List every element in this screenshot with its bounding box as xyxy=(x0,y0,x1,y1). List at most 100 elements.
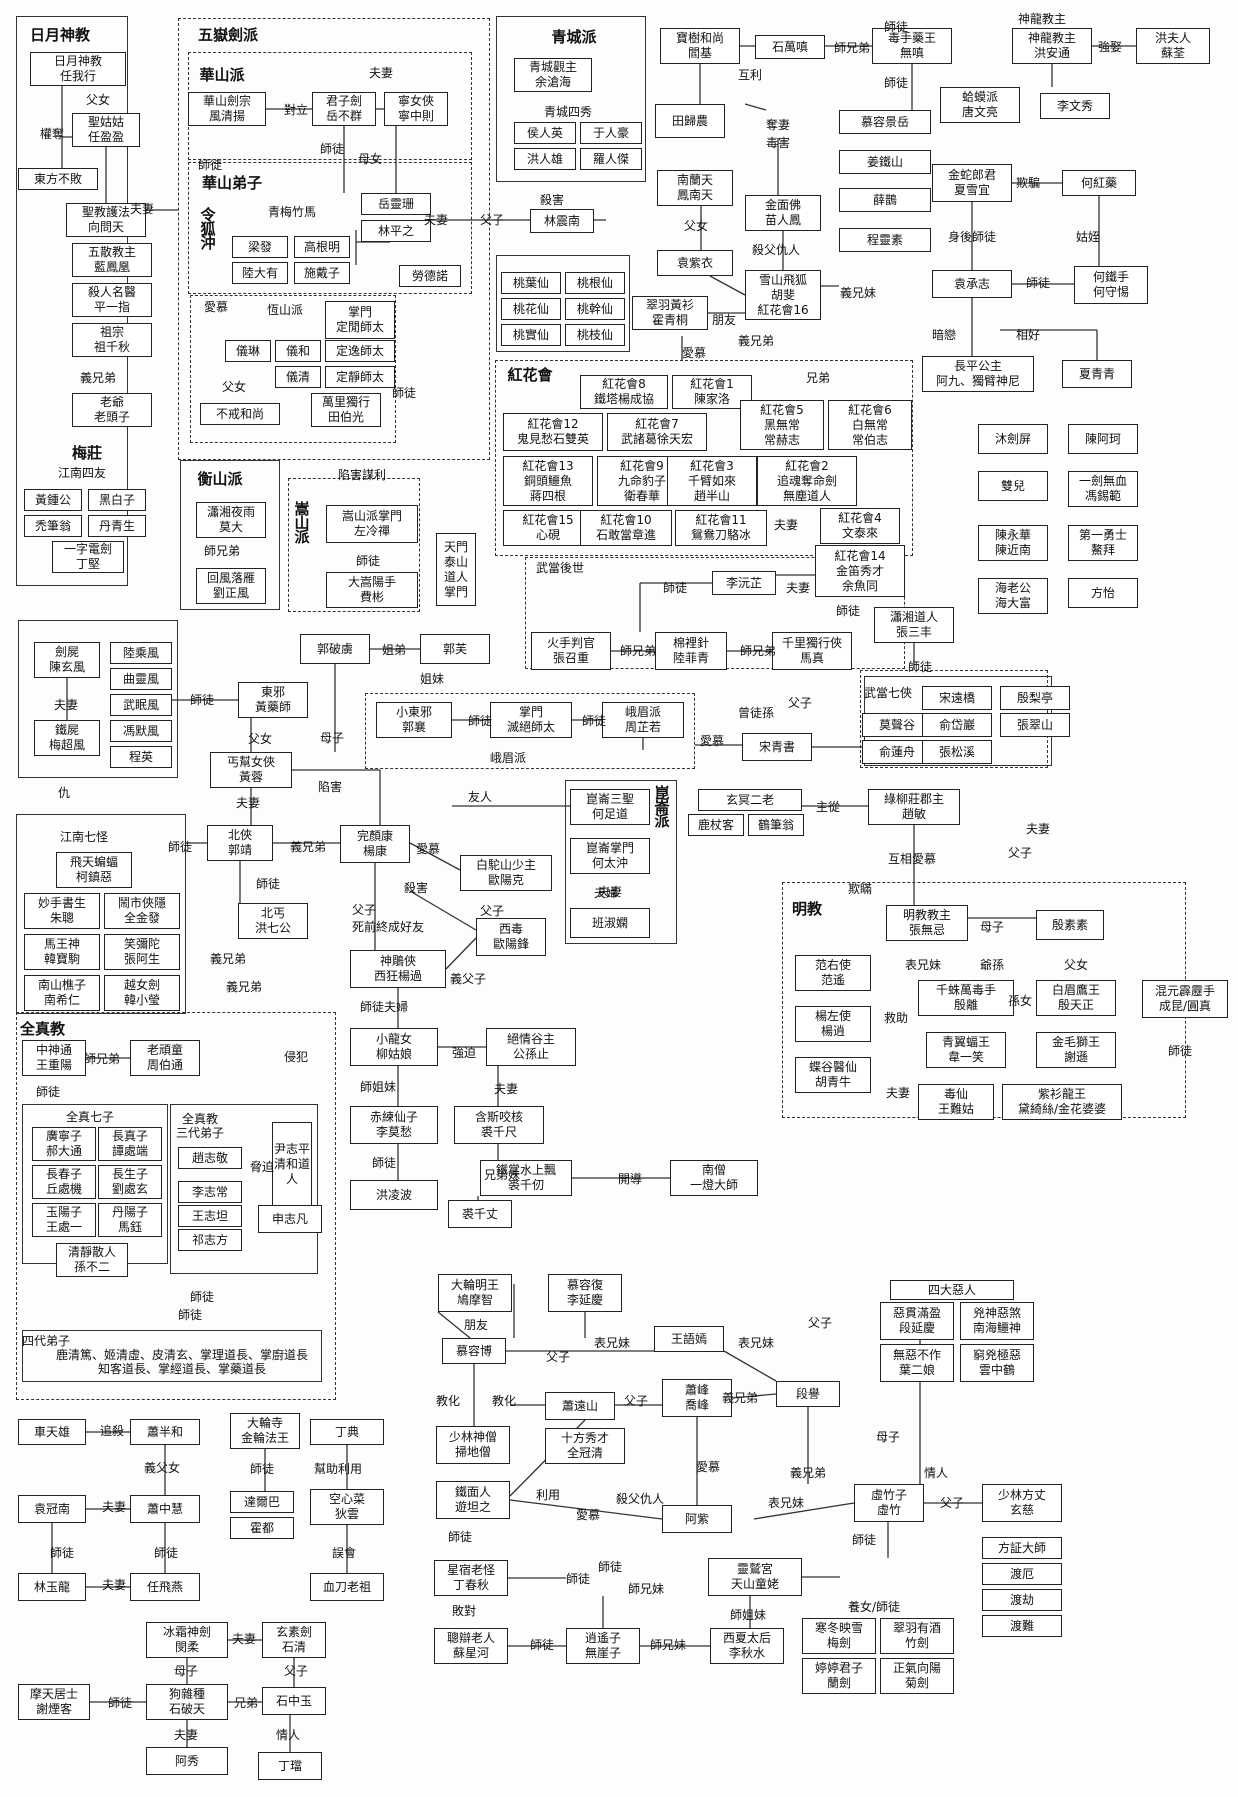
group-title: 紅花會 xyxy=(507,366,553,384)
character-node: 阿秀 xyxy=(146,1747,228,1775)
character-node: 蕭中慧 xyxy=(130,1495,200,1523)
character-node: 桃幹仙 xyxy=(565,298,625,320)
relation-label: 夫妻 xyxy=(54,698,79,712)
relation-label: 武當後世 xyxy=(536,561,585,575)
character-node: 紅花會8 鐵塔楊成協 xyxy=(580,375,668,409)
character-node: 狗雜種 石破天 xyxy=(146,1684,228,1720)
character-node: 丁璫 xyxy=(258,1752,322,1780)
character-node: 紅花會15 心硯 xyxy=(503,510,593,546)
relation-label: 殺害 xyxy=(404,881,429,895)
relation-label: 師兄弟 xyxy=(620,644,657,658)
relation-label: 夫妻 xyxy=(424,213,449,227)
character-node: 血刀老祖 xyxy=(310,1573,384,1601)
relation-label: 師徒 xyxy=(566,1572,591,1586)
relation-label: 愛慕 xyxy=(416,842,441,856)
character-node: 兇神惡煞 南海鱷神 xyxy=(960,1302,1034,1340)
relation-label: 表兄妹 xyxy=(594,1336,631,1350)
group-title: 華山弟子 xyxy=(201,174,262,192)
character-node: 丹陽子 馬鈺 xyxy=(98,1203,162,1237)
group-title: 華山派 xyxy=(199,66,245,84)
character-node: 任飛燕 xyxy=(130,1573,200,1601)
character-node: 申志凡 xyxy=(258,1205,322,1233)
relation-label: 夫妻 xyxy=(886,1086,911,1100)
relation-label: 師徒 xyxy=(178,1308,203,1322)
character-node: 王志坦 xyxy=(178,1205,242,1227)
character-node: 陸大有 xyxy=(232,262,288,284)
relation-label: 姐弟 xyxy=(382,643,407,657)
character-node: 田歸農 xyxy=(655,104,725,138)
relation-label: 暗戀 xyxy=(932,328,957,342)
character-node: 神龍教主 洪安通 xyxy=(1012,28,1092,64)
relation-label: 教化 xyxy=(492,1394,517,1408)
character-node: 定靜師太 xyxy=(325,366,395,388)
group-box xyxy=(22,1330,322,1382)
relation-label: 夫妻 xyxy=(102,1578,127,1592)
relation-label: 強娶 xyxy=(1098,40,1123,54)
character-node: 渡劫 xyxy=(982,1589,1062,1611)
group-box xyxy=(365,693,695,769)
character-node: 洪凌波 xyxy=(350,1180,438,1210)
character-node: 妙手書生 朱聰 xyxy=(24,893,100,929)
relation-label: 師徒 xyxy=(598,1560,623,1574)
character-node: 宋青書 xyxy=(742,733,812,761)
character-node: 李沅芷 xyxy=(712,571,776,595)
character-node: 施戴子 xyxy=(294,262,350,284)
character-node: 正氣向陽 菊劍 xyxy=(880,1658,954,1694)
character-node: 丹青生 xyxy=(88,515,146,537)
relation-label: 師兄妹 xyxy=(650,1638,687,1652)
character-node: 儀和 xyxy=(275,340,321,362)
relation-label: 母子 xyxy=(174,1664,199,1678)
character-node: 大輪寺 金輪法王 xyxy=(230,1413,300,1449)
character-node: 洪夫人 蘇荃 xyxy=(1136,28,1210,64)
character-node: 尹志平 清和道人 xyxy=(272,1122,312,1206)
character-node: 蕭峰 喬峰 xyxy=(662,1379,732,1417)
character-node: 殷梨亭 xyxy=(1000,686,1070,710)
group-box xyxy=(495,360,913,556)
character-node: 東邪 黃藥師 xyxy=(238,682,308,718)
character-node: 玉陽子 王處一 xyxy=(32,1203,96,1237)
character-node: 明教教主 張無忌 xyxy=(886,905,968,941)
relation-label: 主從 xyxy=(816,800,841,814)
relation-label: 師徒 xyxy=(468,714,493,728)
character-node: 絕情谷主 公孫止 xyxy=(486,1028,576,1066)
character-node: 清靜散人 孫不二 xyxy=(56,1243,128,1277)
character-node: 一字電劍 丁堅 xyxy=(52,541,124,573)
character-node: 紅花會10 石敢當章進 xyxy=(580,510,672,546)
relation-label: 師徒夫婦 xyxy=(360,1000,409,1014)
relation-label: 父女 xyxy=(248,732,273,746)
relation-label: 姐妹 xyxy=(420,672,445,686)
character-node: 陳阿珂 xyxy=(1068,424,1138,454)
relation-label: 師徒 xyxy=(190,1290,215,1304)
relation-label: 義兄弟 xyxy=(290,840,327,854)
group-title: 崑 崙 派 xyxy=(654,784,670,830)
character-node: 十方秀才 全冠清 xyxy=(545,1428,625,1464)
relation-label: 鹿清篤、姬清虛、皮清玄、掌理道長、掌廚道長 知客道長、掌經道長、掌藥道長 xyxy=(55,1348,308,1376)
character-node: 蝶谷醫仙 胡青牛 xyxy=(795,1057,871,1093)
group-title: 五嶽劍派 xyxy=(197,26,258,44)
character-node: 毒仙 王難姑 xyxy=(918,1084,994,1120)
character-node: 南蘭天 鳳南天 xyxy=(657,170,733,206)
relation-label: 愛慕 xyxy=(576,1508,601,1522)
character-node: 袁冠南 xyxy=(18,1495,86,1523)
relation-label: 陷害謀利 xyxy=(338,468,387,482)
character-node: 棉裡針 陸菲青 xyxy=(655,632,727,670)
character-node: 大嵩陽手 費彬 xyxy=(326,572,418,608)
character-node: 楊左使 楊逍 xyxy=(795,1006,871,1042)
relation-label: 夫妻 xyxy=(774,518,799,532)
character-node: 郭破虜 xyxy=(300,634,370,664)
relation-label: 師徒 xyxy=(530,1638,555,1652)
relation-label: 師徒 xyxy=(884,76,909,90)
character-node: 毒手藥王 無嗔 xyxy=(872,28,952,64)
character-node: 日月神教 任我行 xyxy=(30,52,126,86)
relation-label: 父子 xyxy=(788,696,813,710)
relation-label: 爺孫 xyxy=(980,958,1005,972)
character-node: 冰霜神劍 閔柔 xyxy=(146,1622,228,1658)
character-node: 白眉鷹王 殷天正 xyxy=(1036,980,1116,1016)
relation-label: 孫女 xyxy=(1008,994,1033,1008)
character-node: 紅花會14 金笛秀才 余魚同 xyxy=(815,545,905,597)
character-node: 郭芙 xyxy=(420,634,490,664)
relation-label: 夫妻 xyxy=(369,66,394,80)
relation-label: 開導 xyxy=(618,1172,643,1186)
character-node: 姜鐵山 xyxy=(839,150,931,174)
relation-label: 母子 xyxy=(320,731,345,745)
